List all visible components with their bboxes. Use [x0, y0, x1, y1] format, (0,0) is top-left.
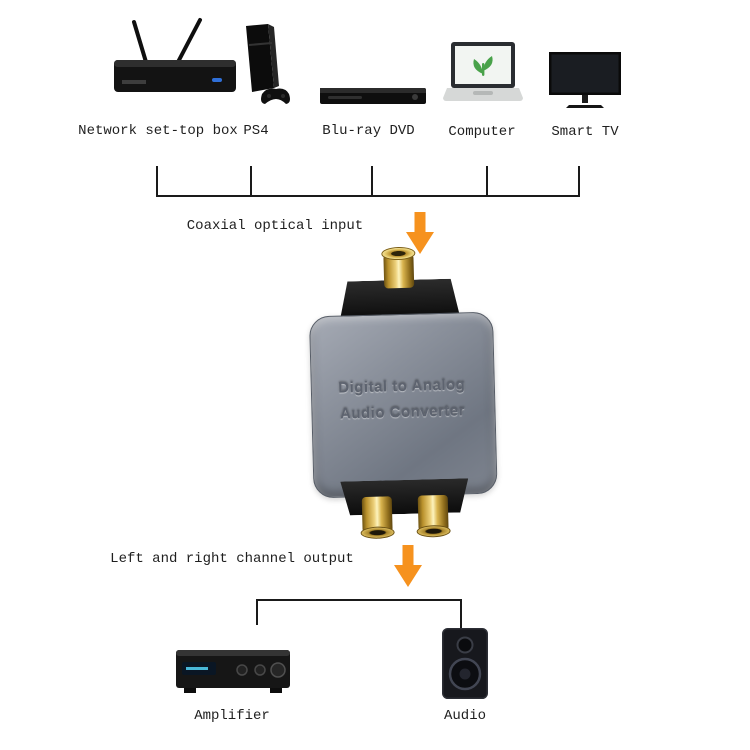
down-arrow-input-icon — [406, 212, 434, 254]
source-label-blu-ray: Blu-ray DVD — [322, 123, 415, 139]
amplifier-icon — [176, 644, 290, 696]
down-arrow-output-icon — [394, 545, 422, 587]
blu-ray-player-icon — [318, 80, 426, 108]
input-flow-label: Coaxial optical input — [186, 218, 364, 234]
source-label-set-top-box: Network set-top box — [78, 123, 238, 139]
right-channel-output-jack-icon — [417, 494, 449, 532]
ps4-console-icon — [232, 22, 298, 106]
bracket-stub-smart-tv — [578, 166, 580, 196]
left-channel-output-jack-icon — [361, 496, 393, 534]
sink-label-audio: Audio — [444, 708, 487, 724]
converter-bottom-connector-block — [340, 478, 469, 515]
sink-label-amplifier: Amplifier — [194, 708, 270, 724]
bracket-stub-computer — [486, 166, 488, 196]
output-flow-label: Left and right channel output — [110, 551, 354, 567]
coaxial-input-jack-icon — [383, 253, 415, 289]
source-label-computer: Computer — [448, 124, 516, 140]
bracket-stub-set-top-box — [156, 166, 158, 196]
bracket-bottom-line — [256, 599, 462, 601]
bracket-stub-amplifier — [256, 599, 258, 625]
smart-tv-icon — [549, 52, 621, 110]
laptop-icon — [443, 42, 523, 106]
bracket-stub-ps4 — [250, 166, 252, 196]
audio-converter-image: Digital to Analog Audio Converter — [302, 246, 502, 541]
speaker-icon — [442, 628, 488, 699]
bracket-stub-audio — [460, 599, 462, 629]
source-label-ps4: PS4 — [243, 123, 269, 139]
source-label-smart-tv: Smart TV — [551, 124, 619, 140]
bracket-stub-blu-ray — [371, 166, 373, 196]
set-top-box-icon — [112, 16, 238, 96]
bracket-top-line — [156, 195, 580, 197]
